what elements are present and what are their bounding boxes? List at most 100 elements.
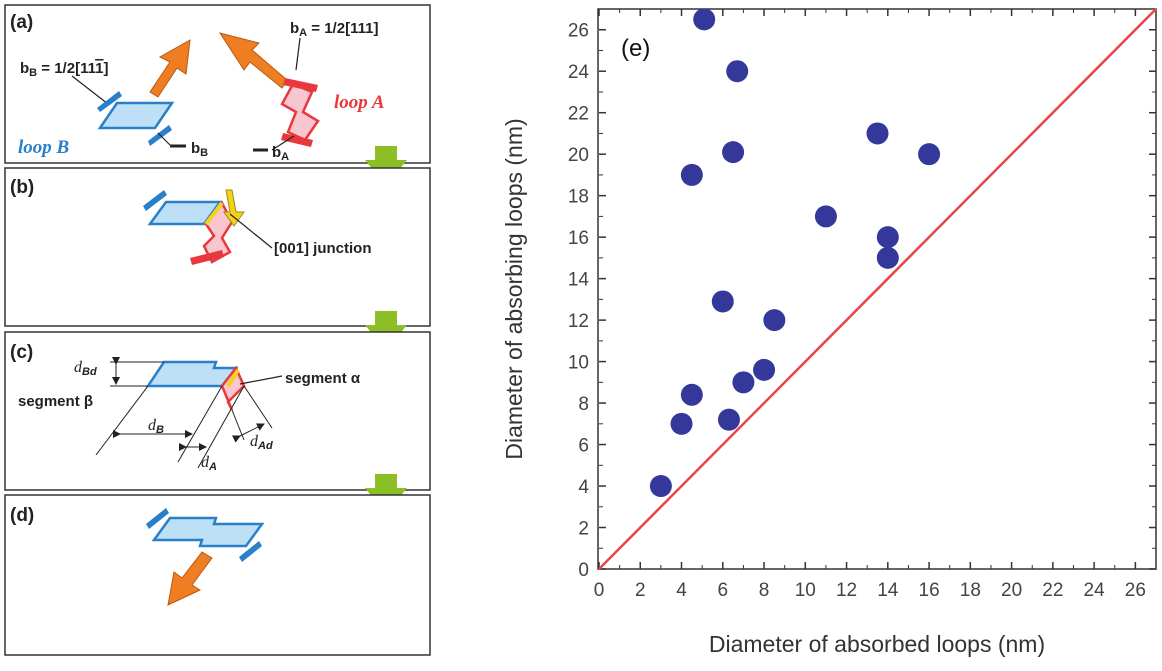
loop-b-label: loop B <box>18 137 69 158</box>
y-tick-label: 22 <box>568 104 589 125</box>
dim-line <box>95 385 149 456</box>
down-arrow-icon <box>365 146 407 186</box>
y-tick-label: 10 <box>568 353 589 374</box>
junction-segment <box>204 201 224 226</box>
leader-line <box>157 132 171 146</box>
leader-line <box>295 37 301 71</box>
minus-b-a-label: bA <box>272 144 289 163</box>
x-tick-label: 10 <box>795 580 816 601</box>
data-point <box>866 122 889 145</box>
y-tick-label: 6 <box>578 436 589 457</box>
x-tick-label: 14 <box>877 580 899 601</box>
down-arrow-icon <box>365 474 407 514</box>
loop-a-shape <box>280 78 320 147</box>
data-point <box>876 226 899 249</box>
burgers-b-label: bB = 1/2[111] <box>20 60 108 79</box>
data-point <box>649 475 672 498</box>
burgers-a-label: bA = 1/2[111] <box>290 20 378 39</box>
dim-arrow <box>231 423 265 443</box>
y-tick-label: 14 <box>568 270 590 291</box>
panel-a-label: (a) <box>10 12 33 33</box>
x-tick-label: 26 <box>1125 580 1146 601</box>
panel-d: (d) <box>4 494 431 656</box>
data-point <box>717 408 740 431</box>
leader-line <box>239 375 283 385</box>
burgers-arrow-icon <box>167 551 213 606</box>
data-point <box>763 309 786 332</box>
data-point <box>753 358 776 381</box>
panel-a: (a) bB = 1/2[111] bA = 1/2[111] loop B b… <box>4 4 431 164</box>
loop-b-shape <box>143 190 223 226</box>
plot-frame <box>597 8 1157 570</box>
junction-segment <box>226 368 240 388</box>
y-tick-label: 20 <box>568 145 589 166</box>
d-ad-label: dAd <box>250 433 273 452</box>
y-tick-label: 26 <box>568 21 589 42</box>
junction-label: [001] junction <box>274 240 372 257</box>
d-b-label: dB <box>148 417 164 436</box>
data-point <box>722 141 745 164</box>
y-tick-label: 8 <box>578 394 589 415</box>
loop-a-shape <box>220 365 246 411</box>
minus-b-b-label: bB <box>191 140 208 159</box>
panel-c-label: (c) <box>10 342 33 363</box>
x-tick-label: 24 <box>1084 580 1106 601</box>
y-tick-label: 2 <box>578 519 589 540</box>
y-tick-label: 24 <box>568 62 590 83</box>
leader-line <box>71 75 109 105</box>
x-tick-label: 18 <box>960 580 981 601</box>
down-arrow-icon <box>365 311 407 351</box>
x-tick-label: 20 <box>1001 580 1022 601</box>
leader-line <box>271 135 295 151</box>
panel-d-frame <box>4 494 431 656</box>
leader-line <box>229 213 273 249</box>
burgers-arrow-icon <box>218 32 288 89</box>
y-tick-label: 12 <box>568 311 589 332</box>
data-points <box>649 8 941 498</box>
burgers-arrow-icon <box>149 39 191 98</box>
data-point <box>732 371 755 394</box>
data-point <box>876 246 899 269</box>
merged-loop-shape <box>151 516 265 548</box>
x-tick-label: 6 <box>717 580 728 601</box>
panel-b: (b) [001] junction <box>4 167 431 327</box>
data-point <box>670 412 693 435</box>
data-point <box>680 383 703 406</box>
burgers-arrow-icon <box>239 541 262 562</box>
data-point <box>711 290 734 313</box>
data-point <box>680 163 703 186</box>
loop-a-label: loop A <box>334 92 385 113</box>
data-point <box>814 205 837 228</box>
y-tick-label: 16 <box>568 228 589 249</box>
panel-b-label: (b) <box>10 177 34 198</box>
x-tick-label: 12 <box>836 580 857 601</box>
panel-a-frame <box>4 4 431 164</box>
x-tick-label: 4 <box>676 580 687 601</box>
panel-d-label: (d) <box>10 505 34 526</box>
dim-line <box>197 385 245 469</box>
y-tick-label: 4 <box>578 477 589 498</box>
data-point <box>726 60 749 83</box>
x-tick-label: 22 <box>1042 580 1063 601</box>
y-tick-label: 18 <box>568 187 589 208</box>
x-tick-label: 0 <box>594 580 605 601</box>
burgers-arrow-icon <box>146 508 169 529</box>
x-tick-label: 16 <box>919 580 940 601</box>
x-tick-label: 8 <box>759 580 770 601</box>
junction-arrow-icon <box>223 189 245 227</box>
dim-line <box>243 385 273 429</box>
data-point <box>918 143 941 166</box>
y-axis-title: Diameter of absorbing loops (nm) <box>501 118 527 459</box>
panel-e-label: (e) <box>621 35 650 62</box>
d-bd-label: dBd <box>74 359 97 378</box>
d-a-label: dA <box>201 454 217 473</box>
y-tick-label: 0 <box>578 560 589 581</box>
reference-line <box>598 8 1157 570</box>
segment-alpha-label: segment α <box>285 370 361 387</box>
panel-c-frame <box>4 331 431 491</box>
segment-beta-label: segment β <box>18 393 93 410</box>
panel-c: (c) dBd segment β dB dA dAd segment α <box>4 331 431 491</box>
